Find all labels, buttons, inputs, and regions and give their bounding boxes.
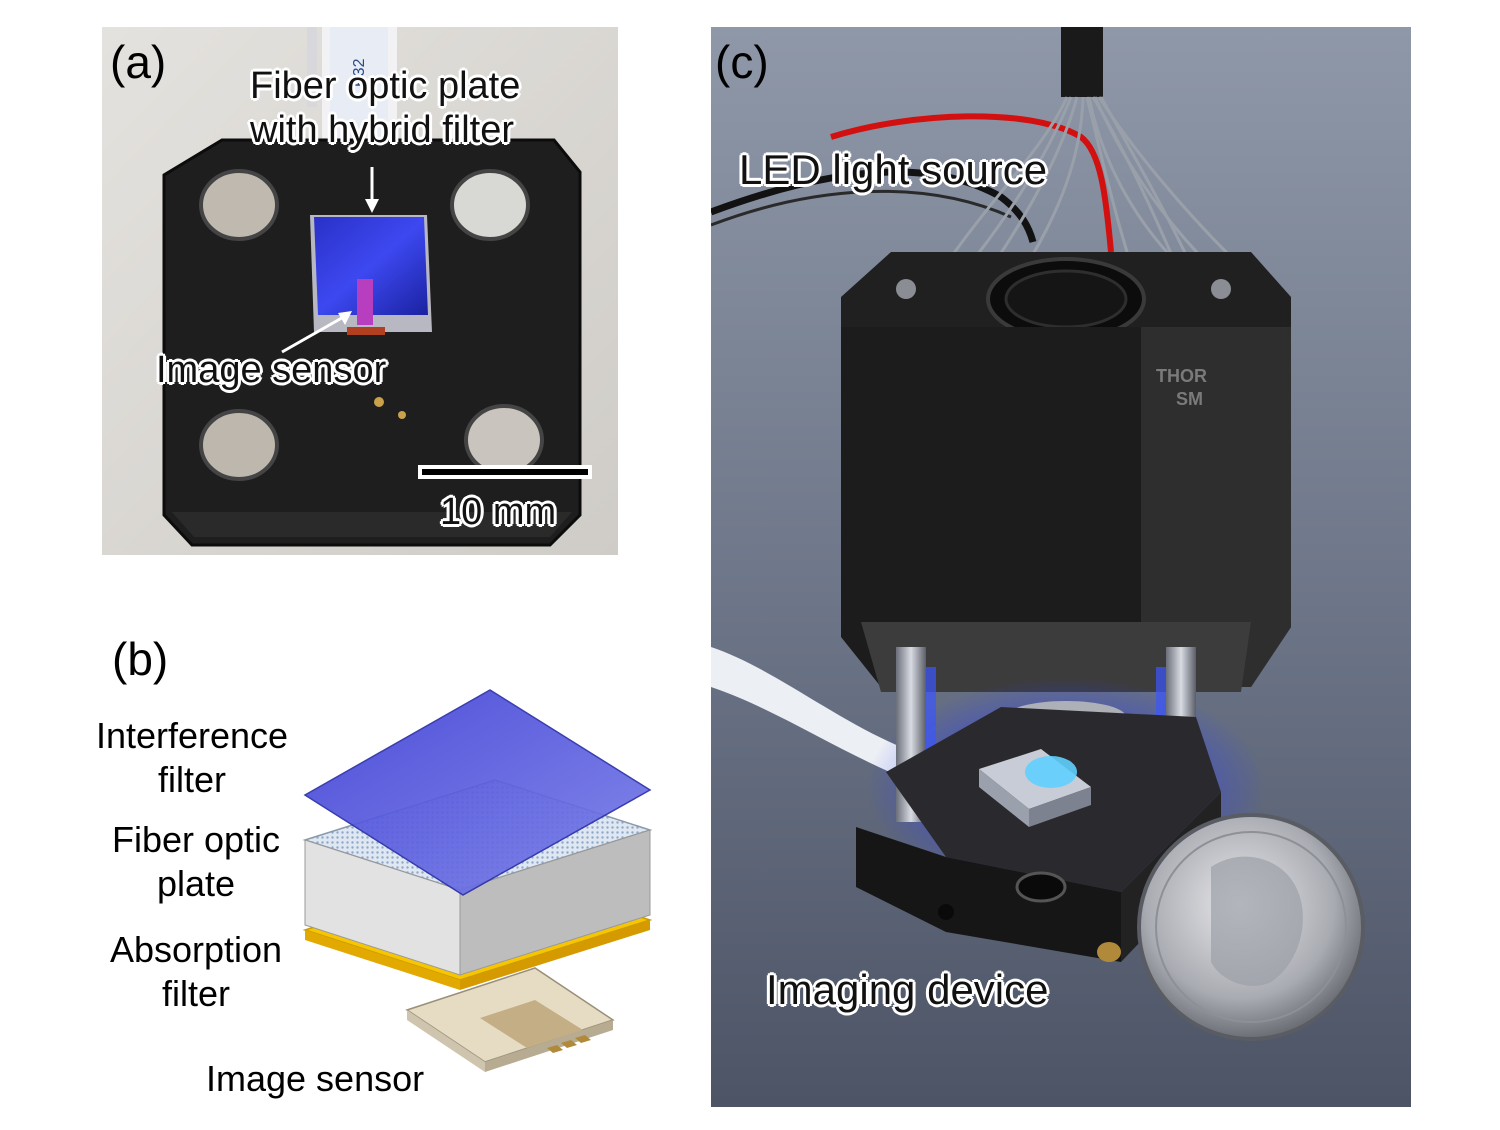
interference-filter-layer: [303, 689, 652, 896]
hybrid-filter: [314, 217, 428, 315]
housing-brand: THOR: [1156, 366, 1207, 386]
exploded-diagram-illustration: [302, 689, 653, 1072]
mount-hole: [464, 404, 544, 476]
label-image-sensor: Image sensor: [156, 349, 387, 391]
mount-hole: [199, 169, 279, 241]
label-led-light-source: LED light source: [739, 146, 1048, 193]
panel-c-illustration: THOR SM: [711, 27, 1411, 1107]
led-housing: THOR SM: [841, 327, 1291, 687]
ribbon-cable-c: [711, 647, 901, 777]
label-interference-filter: Interference filter: [95, 715, 289, 800]
panel-a-photo: E32 (a) Fiber optic plate with hybrid fi…: [102, 27, 618, 555]
image-sensor-layer: [405, 967, 615, 1072]
panel-b-letter: (b): [112, 633, 169, 685]
panel-a-illustration: E32: [102, 27, 618, 555]
label-fop-line2: with hybrid filter: [250, 109, 514, 151]
exploded-diagram: [295, 680, 665, 1100]
label-fiber-optic-plate: Fiber optic plate: [111, 819, 281, 904]
brass-screw: [1097, 942, 1121, 962]
housing-bottom-plate: [861, 622, 1251, 692]
scale-bar-label: 10 mm: [440, 491, 557, 533]
cable-print: E32: [351, 58, 368, 87]
mount-hole: [199, 409, 279, 481]
panel-c-letter: (c): [715, 36, 769, 88]
dime-coin: [1137, 813, 1365, 1041]
image-sensor-area: [357, 279, 373, 325]
label-image-sensor-b: Image sensor: [206, 1058, 425, 1099]
label-absorption-filter: Absorption filter: [109, 929, 283, 1014]
panel-c-photo: THOR SM: [711, 27, 1411, 1107]
housing-model: SM: [1176, 389, 1203, 409]
cable-bundle: [1061, 27, 1103, 97]
label-imaging-device: Imaging device: [766, 966, 1049, 1013]
label-fop-line1: Fiber optic plate: [250, 65, 521, 107]
arrow-sensor: [281, 313, 348, 354]
panel-a-letter: (a): [110, 36, 167, 88]
mount-hole: [450, 169, 530, 241]
